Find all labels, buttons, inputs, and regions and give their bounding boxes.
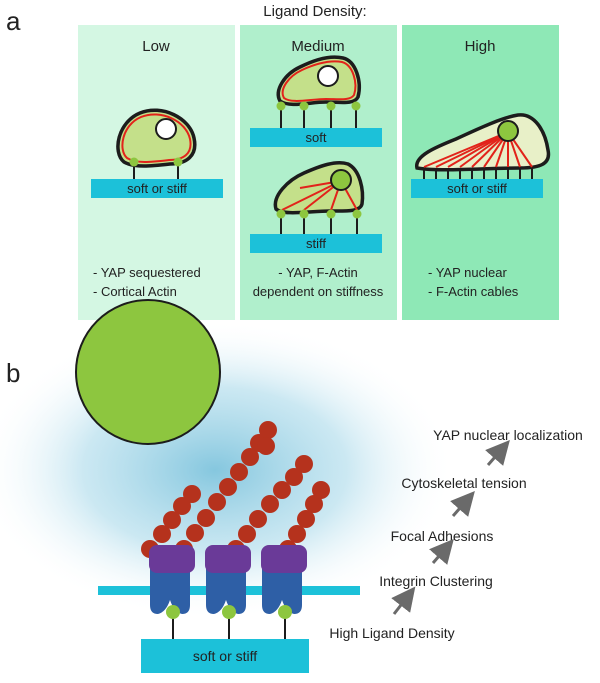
cascade-cytoskeletal-tension: Cytoskeletal tension	[401, 475, 526, 491]
low-heading: Low	[142, 38, 170, 55]
medium-soft-cortex	[281, 60, 357, 102]
ligand-dot	[299, 209, 309, 219]
high-substrate-label: soft or stiff	[447, 181, 507, 196]
low-note-1: - YAP sequestered	[93, 265, 201, 280]
cascade-arrow	[429, 538, 454, 565]
panel-b-substrate-label: soft or stiff	[193, 648, 257, 664]
low-column	[78, 25, 235, 320]
medium-soft-nucleus	[317, 65, 339, 87]
ligand-dot	[352, 209, 362, 219]
cascade-arrow	[485, 439, 510, 466]
high-heading: High	[465, 38, 496, 55]
high-cell-group: soft or stiff	[411, 113, 551, 198]
high-note-2: - F-Actin cables	[428, 284, 519, 299]
cascade-high-ligand-density: High Ligand Density	[329, 625, 454, 641]
integrin-complex	[261, 545, 307, 640]
low-nucleus	[155, 118, 177, 140]
integrin-complexes	[149, 545, 307, 640]
ligand-dot	[173, 157, 183, 167]
panel-b-substrate	[141, 639, 309, 673]
cascade-arrows	[391, 439, 510, 615]
low-substrate-label: soft or stiff	[127, 181, 187, 196]
medium-note-2: dependent on stiffness	[253, 284, 384, 299]
ligand-dot	[276, 101, 286, 111]
medium-heading: Medium	[291, 38, 344, 55]
ligand-dot	[299, 101, 309, 111]
low-substrate	[91, 179, 223, 198]
nucleus	[75, 299, 221, 445]
panel-a-title: Ligand Density:	[263, 3, 366, 20]
cascade-focal-adhesions: Focal Adhesions	[391, 528, 494, 544]
medium-note-1: - YAP, F-Actin	[278, 265, 357, 280]
panel-a-letter: a	[6, 6, 21, 36]
medium-stiff-cell-group: stiff	[250, 160, 382, 253]
medium-soft-substrate-label: soft	[306, 130, 327, 145]
cascade-arrow	[450, 490, 475, 517]
ligand-dot	[326, 101, 336, 111]
cascade-arrow	[391, 586, 416, 615]
ligand-dot	[326, 209, 336, 219]
low-cell-cortex	[121, 113, 192, 163]
cascade-integrin-clustering: Integrin Clustering	[379, 573, 493, 589]
integrin-complex	[149, 545, 195, 640]
high-actin	[423, 131, 533, 168]
high-substrate	[411, 179, 543, 198]
low-cell-group: soft or stiff	[91, 108, 223, 198]
high-nucleus	[497, 120, 519, 142]
ligand-dot	[129, 157, 139, 167]
high-note-1: - YAP nuclear	[428, 265, 507, 280]
medium-soft-cell-group: soft	[250, 55, 382, 147]
medium-stiff-nucleus	[330, 169, 352, 191]
low-note-2: - Cortical Actin	[93, 284, 177, 299]
ligand-dot	[276, 209, 286, 219]
medium-stiff-substrate-label: stiff	[306, 236, 326, 251]
integrin-complex	[205, 545, 251, 640]
medium-soft-substrate	[250, 128, 382, 147]
ligand-dot	[351, 101, 361, 111]
panel-b-letter: b	[6, 358, 20, 388]
medium-stiff-substrate	[250, 234, 382, 253]
cascade-yap-nuclear-localization: YAP nuclear localization	[433, 427, 583, 443]
